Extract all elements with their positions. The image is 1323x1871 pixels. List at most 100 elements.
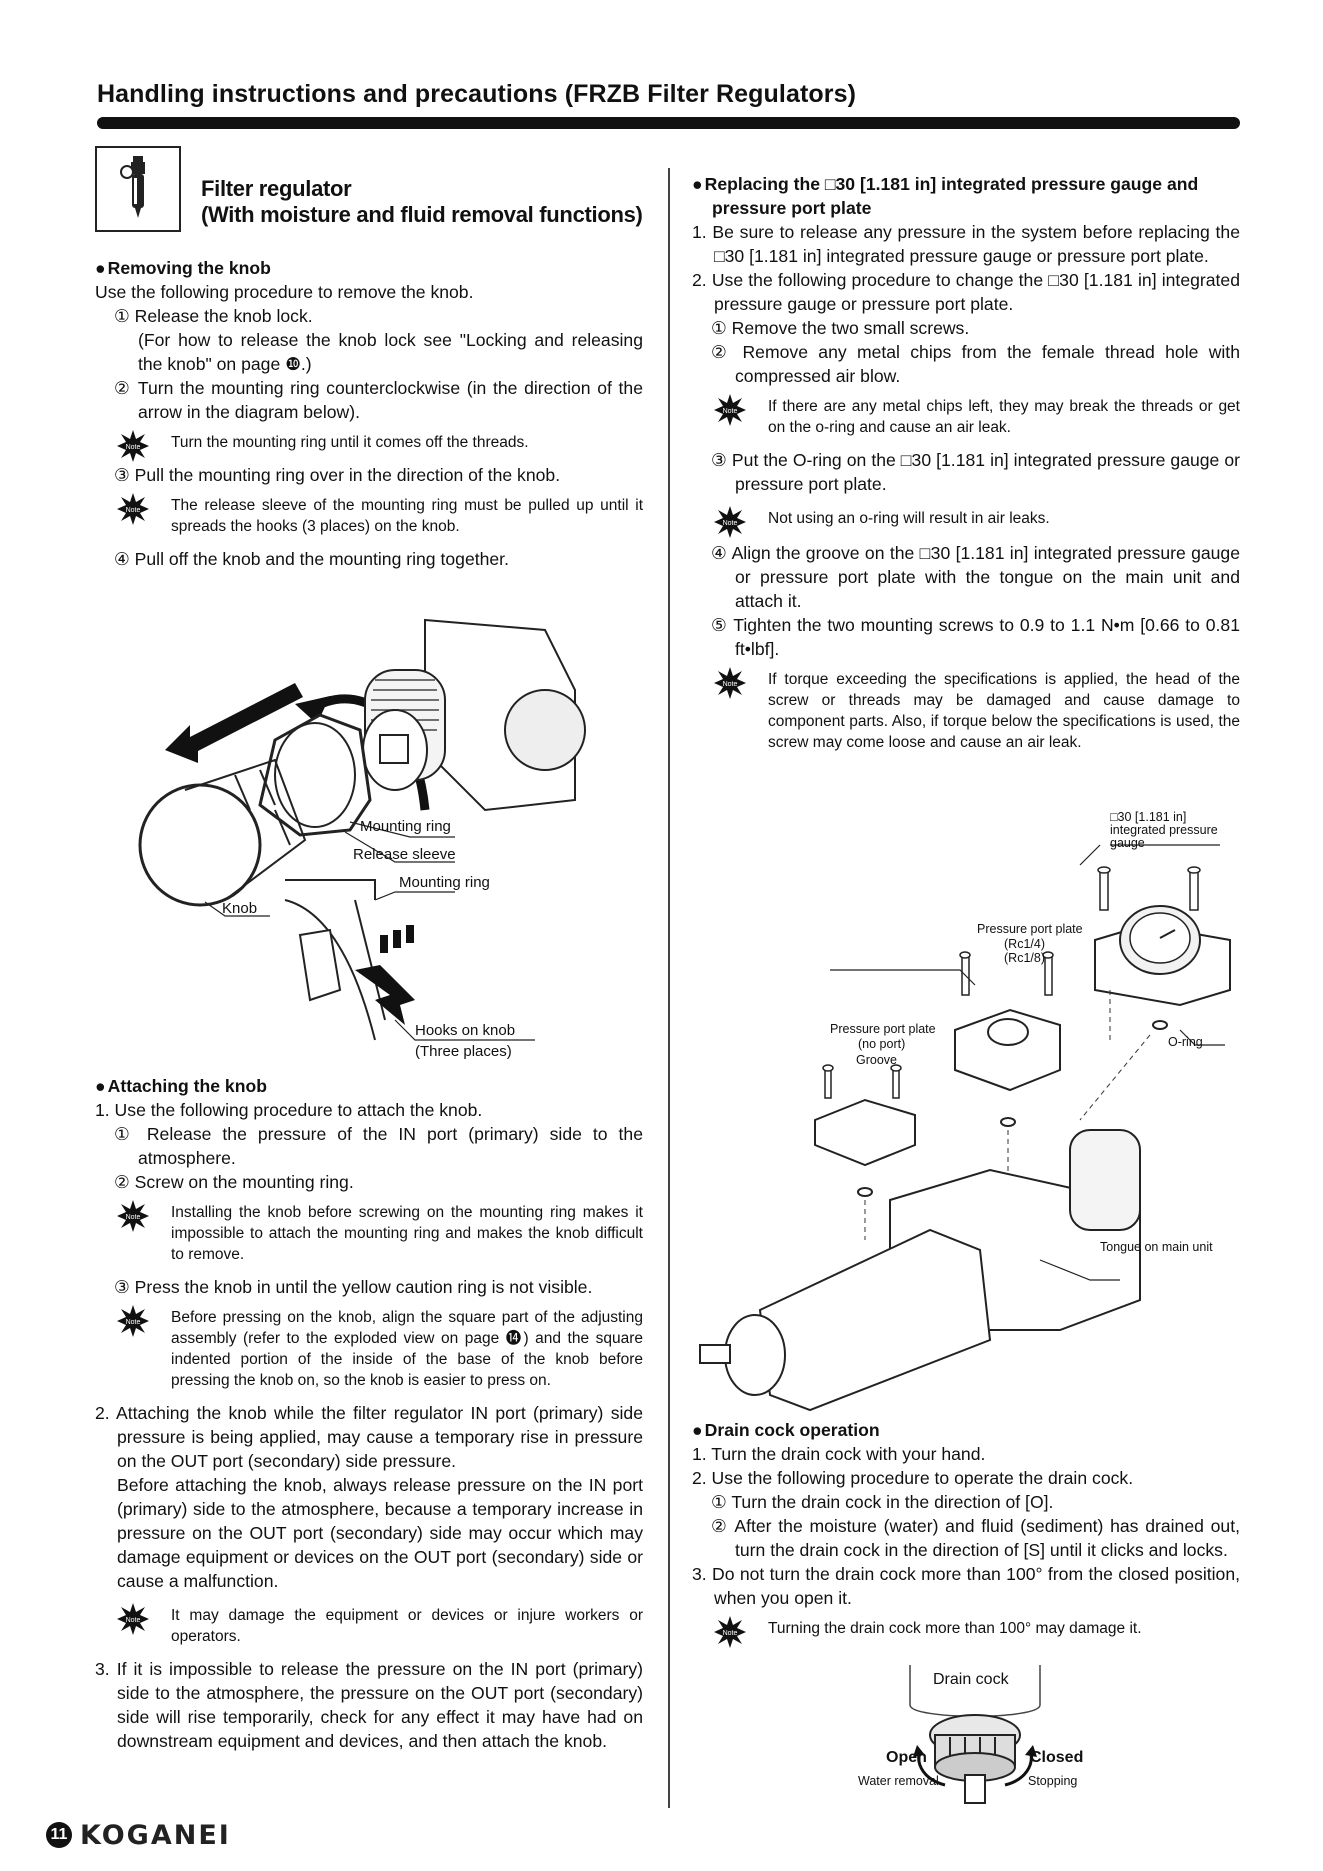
replacing-note2: Note Not using an o-ring will result in … bbox=[692, 506, 1240, 538]
removing-note1-text: Turn the mounting ring until it comes of… bbox=[171, 434, 529, 451]
attaching-heading: Attaching the knob bbox=[95, 1074, 643, 1098]
drain-note1-text: Turning the drain cock more than 100° ma… bbox=[768, 1620, 1142, 1637]
drain-item2: 2. Use the following procedure to operat… bbox=[692, 1468, 1134, 1488]
label-gauge-l3: gauge bbox=[1110, 836, 1145, 850]
exploded-view-figure: □30 [1.181 in] integrated pressure gauge… bbox=[690, 810, 1240, 1430]
replacing-item1: 1. Be sure to release any pressure in th… bbox=[692, 222, 1240, 266]
note-burst-icon: Note bbox=[714, 506, 746, 538]
note-burst-icon: Note bbox=[714, 394, 746, 426]
replacing-note1: Note If there are any metal chips left, … bbox=[692, 394, 1240, 438]
label-water-removal: Water removal bbox=[858, 1774, 939, 1788]
removing-note2-text: The release sleeve of the mounting ring … bbox=[171, 497, 643, 535]
label-drain-cock: Drain cock bbox=[933, 1671, 1009, 1688]
label-stopping: Stopping bbox=[1028, 1774, 1078, 1788]
page-number: 11 bbox=[46, 1822, 72, 1848]
note-burst-icon: Note bbox=[117, 1603, 149, 1635]
left-column-lower: Attaching the knob 1. Use the following … bbox=[95, 1074, 643, 1753]
replacing-note1-text: If there are any metal chips left, they … bbox=[768, 398, 1240, 436]
drain-cock-figure: Drain cock bbox=[855, 1665, 1095, 1805]
page-title: Handling instructions and precautions (F… bbox=[97, 80, 857, 108]
note-burst-icon: Note bbox=[714, 1616, 746, 1648]
removing-step4: ④ Pull off the knob and the mounting rin… bbox=[114, 549, 509, 569]
svg-text:Note: Note bbox=[723, 520, 738, 527]
replacing-heading: Replacing the □30 [1.181 in] integrated … bbox=[692, 172, 1240, 220]
attaching-item2-sub: Before attaching the knob, always releas… bbox=[117, 1475, 643, 1591]
attaching-item2: 2. Attaching the knob while the filter r… bbox=[95, 1403, 643, 1471]
removing-step1: ① Release the knob lock. bbox=[114, 306, 313, 326]
removing-note2: Note The release sleeve of the mounting … bbox=[95, 493, 643, 537]
label-open: Open bbox=[886, 1749, 927, 1766]
attaching-note3-text: It may damage the equipment or devices o… bbox=[171, 1607, 643, 1645]
right-column-lower: Drain cock operation 1. Turn the drain c… bbox=[692, 1418, 1240, 1649]
replacing-note3: Note If torque exceeding the specificati… bbox=[692, 667, 1240, 753]
product-title: Filter regulator (With moisture and flui… bbox=[201, 176, 643, 228]
label-release-sleeve: Release sleeve bbox=[353, 846, 456, 863]
svg-text:Note: Note bbox=[126, 444, 141, 451]
label-groove: Groove bbox=[856, 1053, 897, 1067]
attaching-note3: Note It may damage the equipment or devi… bbox=[95, 1603, 643, 1647]
product-title-line1: Filter regulator bbox=[201, 176, 352, 201]
svg-text:Note: Note bbox=[126, 1617, 141, 1624]
column-divider bbox=[668, 168, 670, 1808]
svg-text:Note: Note bbox=[723, 1630, 738, 1637]
note-burst-icon: Note bbox=[117, 1305, 149, 1337]
removing-step2: ② Turn the mounting ring counterclockwis… bbox=[114, 378, 643, 422]
drain-item1: 1. Turn the drain cock with your hand. bbox=[692, 1444, 986, 1464]
drain-item3: 3. Do not turn the drain cock more than … bbox=[692, 1564, 1240, 1608]
brand-logo: KOGANEI bbox=[80, 1820, 231, 1851]
drain-heading: Drain cock operation bbox=[692, 1418, 1240, 1442]
attaching-note1-text: Installing the knob before screwing on t… bbox=[171, 1204, 643, 1263]
attaching-item3: 3. If it is impossible to release the pr… bbox=[95, 1659, 643, 1751]
attaching-step2: ② Screw on the mounting ring. bbox=[114, 1172, 354, 1192]
attaching-note2-text: Before pressing on the knob, align the s… bbox=[171, 1309, 643, 1389]
label-rc18: (Rc1/8) bbox=[1004, 951, 1045, 965]
replacing-step1: ① Remove the two small screws. bbox=[711, 318, 970, 338]
note-burst-icon: Note bbox=[117, 493, 149, 525]
removing-step1-sub: (For how to release the knob lock see "L… bbox=[138, 330, 643, 374]
note-burst-icon: Note bbox=[714, 667, 746, 699]
svg-text:Note: Note bbox=[126, 507, 141, 514]
label-no-port: (no port) bbox=[858, 1037, 906, 1051]
label-tongue: Tongue on main unit bbox=[1100, 1240, 1213, 1254]
label-closed: Closed bbox=[1030, 1749, 1084, 1766]
attaching-step1: ① Release the pressure of the IN port (p… bbox=[114, 1124, 643, 1168]
attaching-note2: Note Before pressing on the knob, align … bbox=[95, 1305, 643, 1391]
filter-regulator-icon bbox=[95, 146, 181, 232]
svg-text:Note: Note bbox=[723, 408, 738, 415]
product-title-line2: (With moisture and fluid removal functio… bbox=[201, 202, 643, 227]
removing-heading: Removing the knob bbox=[95, 256, 643, 280]
note-burst-icon: Note bbox=[117, 1200, 149, 1232]
drain-note1: Note Turning the drain cock more than 10… bbox=[692, 1616, 1240, 1648]
replacing-note2-text: Not using an o-ring will result in air l… bbox=[768, 510, 1050, 527]
svg-text:Note: Note bbox=[126, 1319, 141, 1326]
label-pressure-port-plate-noport: Pressure port plate bbox=[830, 1022, 936, 1036]
label-o-ring: O-ring bbox=[1168, 1035, 1203, 1049]
product-header: Filter regulator (With moisture and flui… bbox=[95, 140, 643, 240]
attaching-step3: ③ Press the knob in until the yellow cau… bbox=[114, 1277, 593, 1297]
replacing-note3-text: If torque exceeding the specifications i… bbox=[768, 671, 1240, 751]
label-mounting-ring-inset: Mounting ring bbox=[399, 874, 490, 891]
label-knob: Knob bbox=[222, 900, 258, 917]
svg-text:Note: Note bbox=[723, 681, 738, 688]
attaching-item1: 1. Use the following procedure to attach… bbox=[95, 1100, 483, 1120]
removing-step3: ③ Pull the mounting ring over in the dir… bbox=[114, 465, 561, 485]
label-gauge-l2: integrated pressure bbox=[1110, 823, 1218, 837]
replacing-item2: 2. Use the following procedure to change… bbox=[692, 270, 1240, 314]
label-mounting-ring: Mounting ring bbox=[360, 818, 451, 835]
removing-note1: Note Turn the mounting ring until it com… bbox=[95, 430, 643, 462]
label-gauge-l1: □30 [1.181 in] bbox=[1110, 810, 1187, 824]
replacing-step4: ④ Align the groove on the □30 [1.181 in]… bbox=[711, 543, 1240, 611]
label-three-places: (Three places) bbox=[415, 1043, 512, 1060]
right-column: Replacing the □30 [1.181 in] integrated … bbox=[692, 172, 1240, 763]
svg-text:Note: Note bbox=[126, 1214, 141, 1221]
left-column: Filter regulator (With moisture and flui… bbox=[95, 140, 643, 571]
replacing-step3: ③ Put the O-ring on the □30 [1.181 in] i… bbox=[711, 450, 1240, 494]
drain-step2: ② After the moisture (water) and fluid (… bbox=[711, 1516, 1240, 1560]
removing-intro: Use the following procedure to remove th… bbox=[95, 282, 474, 302]
replacing-step5: ⑤ Tighten the two mounting screws to 0.9… bbox=[711, 615, 1240, 659]
label-pressure-port-plate: Pressure port plate bbox=[977, 922, 1083, 936]
label-hooks-on-knob: Hooks on knob bbox=[415, 1022, 516, 1039]
title-rule bbox=[97, 117, 1240, 129]
attaching-note1: Note Installing the knob before screwing… bbox=[95, 1200, 643, 1265]
drain-step1: ① Turn the drain cock in the direction o… bbox=[711, 1492, 1054, 1512]
